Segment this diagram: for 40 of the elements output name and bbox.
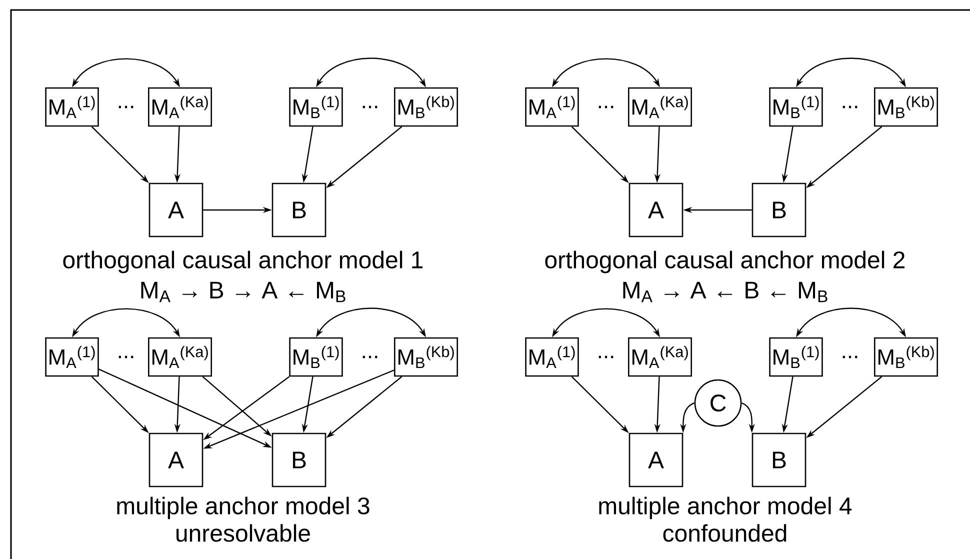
ellipsis: ... [842, 356, 858, 358]
variable-box: A [148, 182, 204, 238]
variable-box: M$_{B}$(1) [769, 87, 823, 127]
variable-box: B [752, 182, 806, 238]
model-caption: orthogonal causal anchor model 2 [545, 250, 904, 274]
variable-box: M$_{B}$(1) [289, 337, 343, 377]
model-caption: confounded [663, 524, 786, 542]
variable-box: A [628, 432, 684, 488]
variable-box: M$_{A}$(1) [525, 87, 579, 127]
variable-box: M$_{B}$(1) [289, 87, 343, 127]
variable-box: M$_{B}$(Kb) [394, 87, 458, 127]
variable-box: M$_{A}$(1) [45, 337, 99, 377]
variable-box: M$_{B}$(Kb) [874, 337, 938, 377]
variable-box: A [148, 432, 204, 488]
variable-box: M$_{A}$(Ka) [628, 87, 692, 127]
variable-box: M$_{A}$(1) [45, 87, 99, 127]
variable-box: M$_{B}$(Kb) [394, 337, 458, 377]
model-caption: unresolvable [176, 524, 310, 542]
variable-box: M$_{A}$(Ka) [148, 337, 212, 377]
model-caption: multiple anchor model 3 [117, 496, 370, 520]
variable-box: M$_{A}$(1) [525, 337, 579, 377]
variable-box: M$_{A}$(Ka) [628, 337, 692, 377]
variable-box: B [752, 432, 806, 488]
ellipsis: ... [118, 356, 134, 358]
variable-box: A [628, 182, 684, 238]
causal-formula: M$_{A}$ → B → A ← M$_{B}$ [141, 282, 346, 302]
ellipsis: ... [598, 106, 614, 108]
ellipsis: ... [842, 106, 858, 108]
ellipsis: ... [362, 356, 378, 358]
variable-box: M$_{A}$(Ka) [148, 87, 212, 127]
variable-box: B [272, 432, 326, 488]
variable-box: B [272, 182, 326, 238]
causal-formula: M$_{A}$ → A ← B ← M$_{B}$ [623, 282, 828, 302]
ellipsis: ... [362, 106, 378, 108]
ellipsis: ... [598, 356, 614, 358]
ellipsis: ... [118, 106, 134, 108]
variable-box: M$_{B}$(1) [769, 337, 823, 377]
model-caption: orthogonal causal anchor model 1 [63, 250, 423, 274]
model-caption: multiple anchor model 4 [599, 496, 852, 520]
variable-box: M$_{B}$(Kb) [874, 87, 938, 127]
